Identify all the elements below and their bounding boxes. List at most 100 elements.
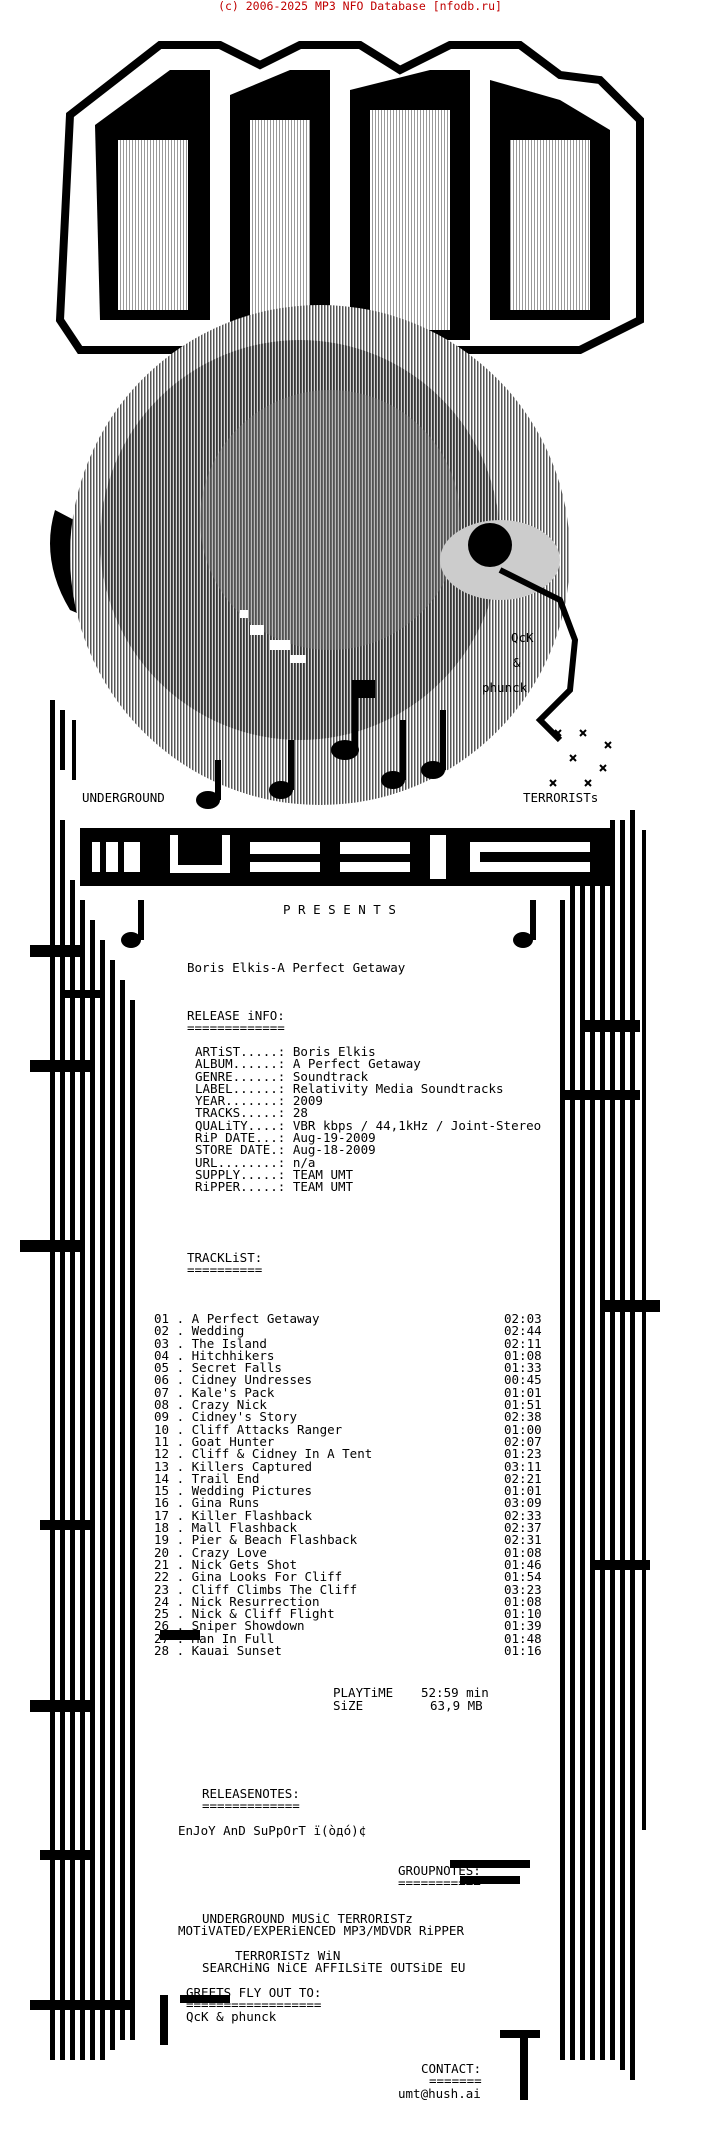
release-info-row: RiPPER.....: TEAM UMT: [195, 1179, 541, 1195]
track-title: Sniper Showdown: [191, 1618, 305, 1634]
track-duration: 02:44: [504, 1323, 542, 1339]
release-info-label: ALBUM......:: [195, 1056, 286, 1072]
track-separator: .: [169, 1643, 192, 1659]
track-number: 04: [154, 1347, 170, 1363]
release-info-label: QUALiTY....:: [195, 1117, 286, 1133]
track-separator: .: [169, 1495, 192, 1511]
contact-email[interactable]: umt@hush.ai: [398, 2086, 481, 2101]
track-duration: 03:11: [504, 1458, 542, 1474]
track-separator: .: [169, 1409, 192, 1425]
track-separator: .: [169, 1311, 192, 1326]
release-info-value: VBR kbps / 44,1kHz / Joint-Stereo: [285, 1117, 542, 1133]
release-info-label: ARTiST.....:: [195, 1044, 286, 1059]
release-info-value: Boris Elkis: [285, 1044, 376, 1059]
group-name-left: UNDERGROUND: [82, 790, 165, 805]
track-title: The Island: [191, 1335, 267, 1351]
column-glyphs-art: [20, 945, 660, 2100]
track-title: Goat Hunter: [191, 1433, 275, 1449]
umt-logo-art: [55, 41, 644, 374]
track-separator: .: [169, 1581, 192, 1597]
music-word-art: [80, 828, 610, 886]
track-number: 25: [154, 1606, 170, 1622]
right-pillars-art: [560, 810, 646, 2080]
track-number: 11: [154, 1433, 170, 1449]
track-number: 20: [154, 1544, 170, 1560]
release-info-value: Relativity Media Soundtracks: [285, 1080, 504, 1096]
release-info-label: RiPPER.....:: [195, 1179, 286, 1195]
track-number: 10: [154, 1421, 170, 1437]
release-info-label: SUPPLY.....:: [195, 1166, 286, 1182]
site-header[interactable]: (c) 2006-2025 MP3 NFO Database [nfodb.ru…: [218, 0, 502, 13]
track-number: 19: [154, 1532, 170, 1548]
release-info-label: STORE DATE.:: [195, 1142, 286, 1158]
track-title: Kauai Sunset: [191, 1643, 282, 1659]
track-title: Crazy Love: [191, 1544, 267, 1560]
group-notes-line-1: UNDERGROUND MUSiC TERRORISTz: [202, 1911, 413, 1926]
track-number: 16: [154, 1495, 170, 1511]
release-info-value: 2009: [285, 1093, 323, 1109]
release-info-label: URL........:: [195, 1154, 286, 1170]
track-title: Pier & Beach Flashback: [191, 1532, 358, 1548]
track-duration: 01:33: [504, 1360, 542, 1376]
release-notes-heading: RELEASENOTES:: [202, 1786, 300, 1801]
track-duration: 01:54: [504, 1569, 542, 1585]
track-duration: 01:01: [504, 1384, 542, 1400]
release-info-row: QUALiTY....: VBR kbps / 44,1kHz / Joint-…: [195, 1117, 542, 1133]
track-title: A Perfect Getaway: [191, 1311, 320, 1326]
track-separator: .: [169, 1323, 192, 1339]
release-notes-underline: =============: [202, 1798, 300, 1813]
greets-underline: ==================: [186, 1997, 322, 2012]
track-title: Cidney Undresses: [191, 1372, 313, 1388]
group-notes-underline: ===========: [398, 1875, 481, 1890]
group-name-right: TERRORISTs: [523, 790, 599, 805]
track-title: Cliff & Cidney In A Tent: [191, 1446, 373, 1462]
track-duration: 00:45: [504, 1372, 542, 1388]
track-title: Nick Resurrection: [191, 1593, 320, 1609]
x-marks-art: [549, 729, 612, 787]
release-info-value: Aug-18-2009: [285, 1142, 376, 1158]
release-info-label: LABEL......:: [195, 1080, 286, 1096]
track-title: Killers Captured: [191, 1458, 313, 1474]
track-number: 01: [154, 1311, 170, 1326]
track-number: 09: [154, 1409, 170, 1425]
track-separator: .: [169, 1630, 192, 1646]
release-info-row: STORE DATE.: Aug-18-2009: [195, 1142, 541, 1158]
track-duration: 01:39: [504, 1618, 542, 1634]
release-info-row: ALBUM......: A Perfect Getaway: [195, 1056, 541, 1072]
track-number: 02: [154, 1323, 170, 1339]
track-number: 06: [154, 1372, 170, 1388]
track-number: 15: [154, 1483, 170, 1499]
release-info-label: YEAR.......:: [195, 1093, 286, 1109]
release-info-heading: RELEASE iNFO:: [187, 1008, 285, 1023]
track-title: Nick Gets Shot: [191, 1556, 297, 1572]
track-duration: 01:08: [504, 1593, 542, 1609]
track-separator: .: [169, 1606, 192, 1622]
track-title: Secret Falls: [191, 1360, 282, 1376]
greets-heading: GREETS FLY OUT TO:: [186, 1985, 322, 2000]
track-duration: 01:01: [504, 1483, 542, 1499]
track-number: 13: [154, 1458, 170, 1474]
track-separator: .: [169, 1532, 192, 1548]
track-number: 22: [154, 1569, 170, 1585]
track-number: 27: [154, 1630, 170, 1646]
track-duration: 01:51: [504, 1397, 542, 1413]
release-info-value: TEAM UMT: [285, 1179, 354, 1195]
